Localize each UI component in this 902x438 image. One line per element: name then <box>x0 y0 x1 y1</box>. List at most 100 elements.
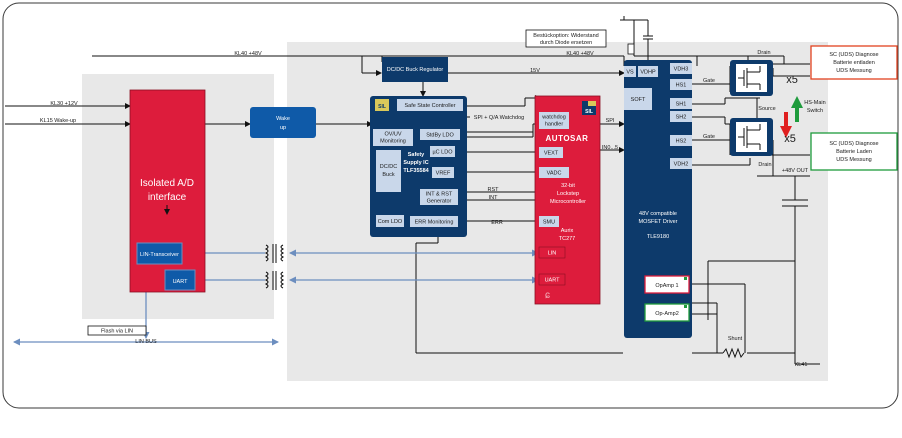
mcu-uart-block[interactable] <box>538 273 566 286</box>
vref-block[interactable] <box>432 167 454 178</box>
dcdc-buck-regulator[interactable] <box>382 57 448 82</box>
vext-block[interactable] <box>539 147 563 158</box>
mosfet-driver[interactable]: VS VDHP VDH3 HS1 SOFT SH1 SH2 HS2 VDH2 4… <box>624 60 692 338</box>
isolator-top-icon <box>264 244 285 263</box>
vdhp-pin[interactable] <box>638 66 658 77</box>
hs-main-switch-line2: Switch <box>807 108 823 114</box>
shunt-label: Shunt <box>728 336 743 342</box>
isolated-ad-title-line1: Isolated A/D <box>140 178 194 189</box>
flash-via-lin-label: Flash via LIN <box>101 329 133 335</box>
com-ldo[interactable] <box>376 215 404 227</box>
opamp1-label: OpAmp 1 <box>655 283 678 289</box>
diag-bottom-line2: Batterie Laden <box>836 149 872 155</box>
vs-label: VS <box>626 70 634 76</box>
opamp2-block[interactable] <box>644 303 690 322</box>
source-label: Source <box>758 106 775 112</box>
uc-ldo-label: µC LDO <box>433 150 454 156</box>
drain-top-label: Drain <box>757 50 770 56</box>
smu-block[interactable] <box>539 216 559 227</box>
watchdog-label-line1: watchdog <box>541 115 566 121</box>
in-range-label: IN0...5 <box>602 145 618 151</box>
sil-logo-icon <box>375 99 389 111</box>
safety-ic-title-line3: TLF35584 <box>403 168 429 174</box>
isolated-ad-title-line2: interface <box>148 192 187 203</box>
hs1-label: HS1 <box>676 83 687 89</box>
err-monitoring[interactable] <box>410 216 458 227</box>
hs2-pin[interactable] <box>670 135 692 146</box>
plus48v-out-label: +48V OUT <box>782 168 809 174</box>
vs-pin[interactable] <box>624 66 636 77</box>
vdh2-pin[interactable] <box>670 158 692 169</box>
ov-uv-label-line2: Monitoring <box>380 139 406 145</box>
drain-bottom-label: Drain <box>758 162 771 168</box>
vdh3-label: VDH3 <box>674 67 689 73</box>
safety-ic-title-line2: Supply IC <box>403 160 428 166</box>
ov-uv-label-line1: OV/UV <box>384 132 401 138</box>
com-ldo-label: Com LDO <box>378 219 403 225</box>
lin-transceiver-label: LIN-Transceiver <box>140 252 179 258</box>
sh2-pin[interactable] <box>670 111 692 122</box>
stby-ldo-label: StdBy LDO <box>426 133 454 139</box>
dcdc-buck-inner[interactable] <box>376 150 401 192</box>
safe-state-controller-label: Safe State Controller <box>404 103 455 109</box>
option-note-box <box>525 29 607 48</box>
hs1-pin[interactable] <box>670 79 692 90</box>
diag-bottom-line1: SC (UDS) Diagnose <box>829 141 878 147</box>
sh2-label: SH2 <box>676 115 687 121</box>
autosar-logo: AUTOSAR <box>546 134 589 143</box>
mosfet-bottom-group[interactable] <box>730 118 773 156</box>
hs-main-switch-line1: HS-Main <box>804 100 825 106</box>
v15-label: 15V <box>530 68 540 74</box>
hs2-label: HS2 <box>676 139 687 145</box>
driver-desc-line1: 48V compatible <box>639 211 677 217</box>
x5-bottom-label: x5 <box>784 133 796 145</box>
wake-up-label-line1: Wake <box>276 116 290 122</box>
diag-top-line2: Batterie entladen <box>833 60 875 66</box>
kl40-resistor <box>627 43 635 55</box>
err-monitoring-label: ERR Monitoring <box>415 220 454 226</box>
mcu-lin-label: LIN <box>548 251 557 257</box>
kl40-top-label: KL40 +48V <box>234 51 262 57</box>
stby-ldo[interactable] <box>420 129 460 140</box>
uart-block-left[interactable] <box>164 269 196 291</box>
infineon-swirl-icon: ɕ <box>545 290 550 301</box>
mcu-lin-block[interactable] <box>538 246 566 259</box>
lin-transceiver-block[interactable] <box>136 242 183 265</box>
wake-up-block[interactable] <box>250 107 316 138</box>
sh1-pin[interactable] <box>670 98 692 109</box>
mcu-desc-line2: Lockstep <box>557 191 579 197</box>
vadc-block[interactable] <box>539 167 569 178</box>
opamp1-block[interactable] <box>644 275 690 294</box>
vext-label: VEXT <box>544 151 559 157</box>
driver-desc-line2: MOSFET Driver <box>638 219 677 225</box>
soft-block[interactable] <box>624 88 652 110</box>
aurix-line2: TC277 <box>559 236 576 242</box>
ov-uv-monitoring[interactable] <box>373 129 413 146</box>
uart-label-left: UART <box>173 279 189 285</box>
lin-bus-label: LIN BUS <box>135 339 157 345</box>
arrow-down-icon <box>780 112 792 138</box>
diagnosis-discharge-box[interactable] <box>810 45 898 80</box>
safety-supply-ic[interactable]: SIL Safe State Controller OV/UV Monitori… <box>370 96 467 237</box>
mosfet-bottom-icon <box>738 124 761 150</box>
dcdc-buck-regulator-label: DC/DC Buck Regulator <box>387 67 444 73</box>
watchdog-handler[interactable] <box>539 112 569 129</box>
int-rst-generator[interactable] <box>420 189 458 205</box>
watchdog-label-line2: handler <box>545 122 564 128</box>
option-note-line1: Bestückoption: Widerstand <box>533 33 598 39</box>
microcontroller[interactable]: watchdog handler SIL AUTOSAR VEXT VADC 3… <box>534 95 601 305</box>
diagnosis-charge-box[interactable] <box>810 132 898 171</box>
mosfet-top-icon <box>738 66 761 90</box>
int-label: INT <box>489 195 499 201</box>
kl15-label: KL15 Wake-up <box>40 118 76 124</box>
safe-state-controller[interactable] <box>397 99 463 111</box>
x5-top-label: x5 <box>786 74 798 86</box>
vref-label: VREF <box>436 171 451 177</box>
int-rst-label-line2: Generator <box>427 199 452 205</box>
uc-ldo[interactable] <box>430 146 455 157</box>
vdh3-pin[interactable] <box>670 63 692 74</box>
safety-ic-title-line1: Safety <box>408 152 425 158</box>
mosfet-top-group[interactable] <box>730 60 773 96</box>
kl40-right-label: KL40 +48V <box>566 51 594 57</box>
